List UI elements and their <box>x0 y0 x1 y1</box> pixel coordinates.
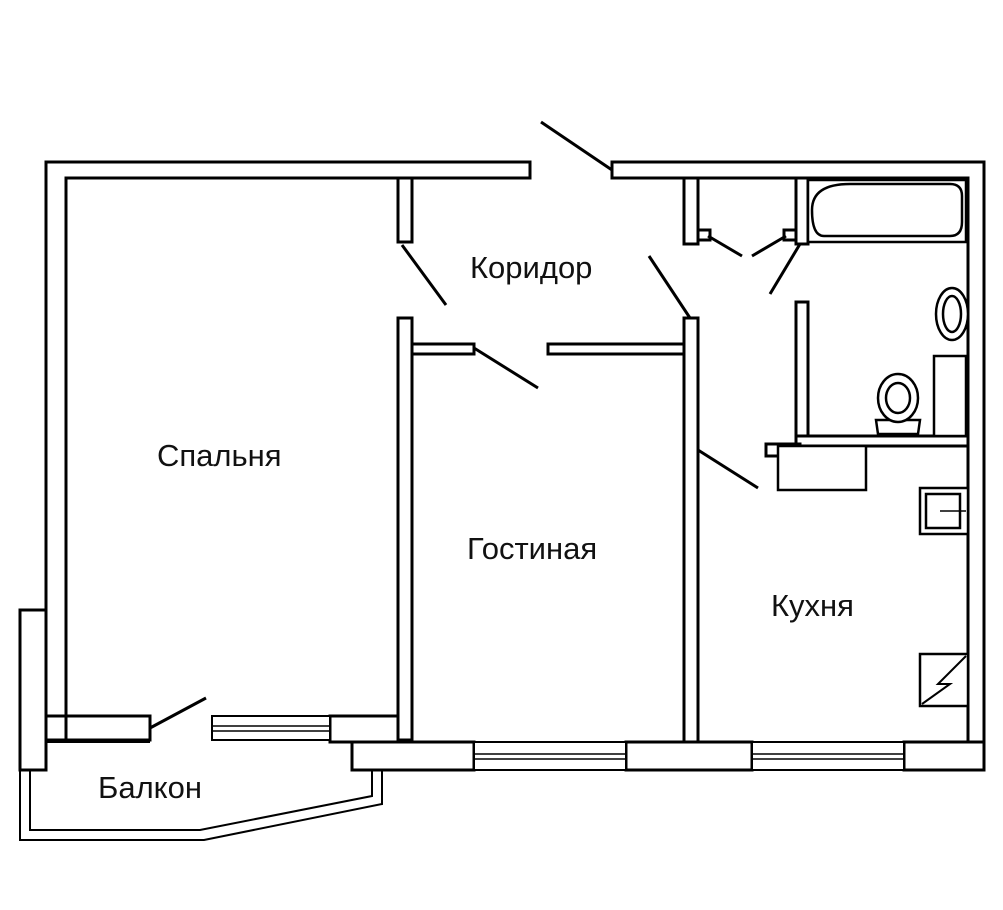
balcony-door <box>149 696 207 730</box>
stove <box>918 652 970 708</box>
toilet <box>874 354 968 438</box>
windows <box>211 715 905 771</box>
balcony-outline <box>18 608 383 841</box>
kitchen-counter <box>776 444 868 492</box>
kitchen-sink <box>918 486 970 536</box>
kitchen-corridor-door <box>647 255 692 319</box>
living-window <box>473 741 627 771</box>
doors <box>149 120 802 730</box>
bathroom-door <box>768 243 802 295</box>
kitchen-window <box>751 741 905 771</box>
room-label-bedroom: Спальня <box>157 438 282 473</box>
room-label-living: Гостиная <box>467 531 598 566</box>
interior-walls <box>396 176 970 744</box>
bathroom-sink <box>934 286 970 342</box>
bathtub <box>806 178 968 244</box>
room-label-corridor: Коридор <box>470 250 593 285</box>
bedroom-door <box>400 244 448 306</box>
closet-door-2 <box>751 234 787 258</box>
entrance-door <box>540 120 613 172</box>
closet-door <box>707 234 743 258</box>
living-door <box>473 346 539 390</box>
bedroom-balcony-window <box>211 715 331 741</box>
room-label-balcony: Балкон <box>98 770 202 805</box>
kitchen-door <box>697 448 759 490</box>
room-label-kitchen: Кухня <box>771 588 854 623</box>
